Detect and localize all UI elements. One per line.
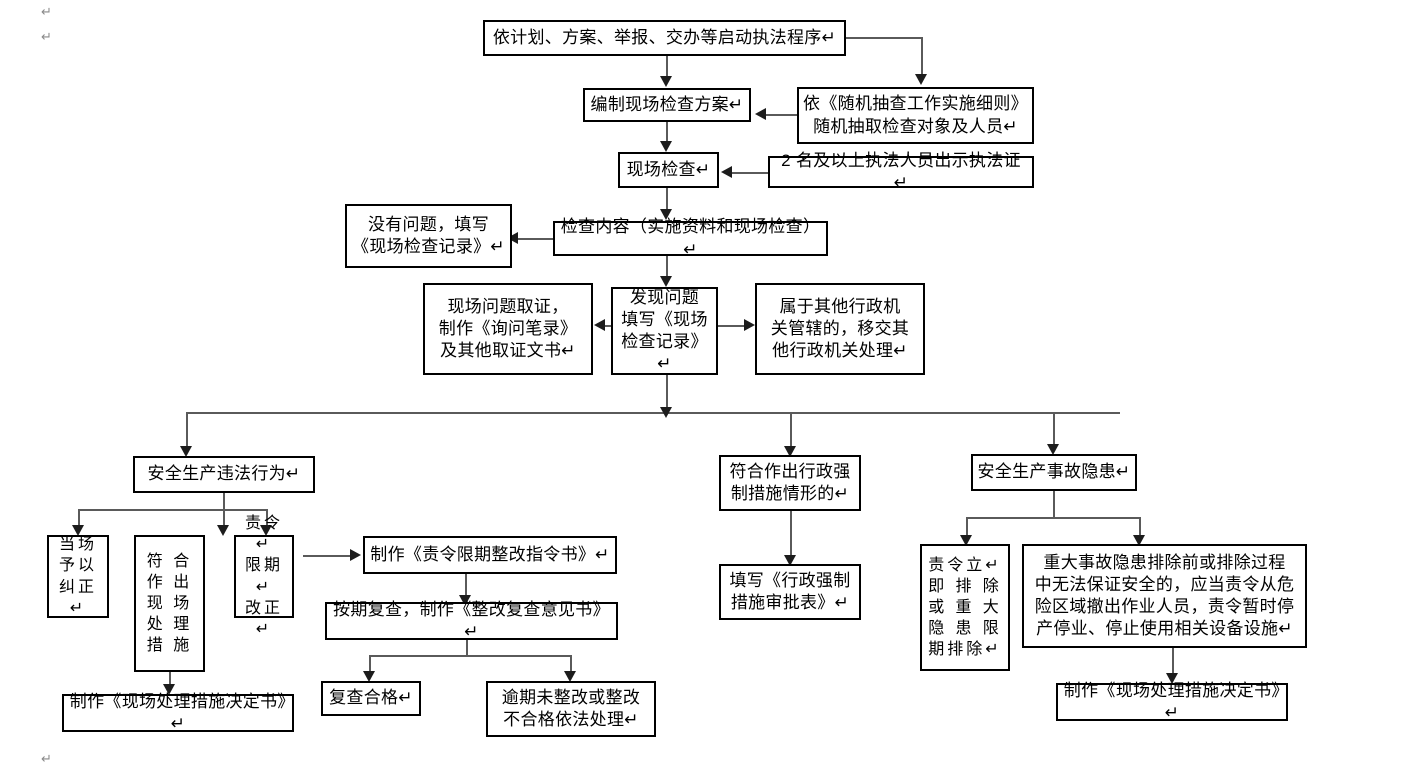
arrowhead-to-onsite-measure (217, 525, 229, 536)
connector-officers-onsite (732, 172, 768, 174)
connector-rectify-orderdoc (303, 555, 350, 557)
connector-content-found (666, 256, 668, 276)
node-plan[interactable]: 编制现场检查方案↵ (583, 88, 751, 122)
node-make-order-doc[interactable]: 制作《责令限期整改指令书》↵ (363, 536, 617, 574)
node-major-hazard[interactable]: 重大事故隐患排除前或排除过程 中无法保证安全的，应当责令从危 险区域撤出作业人员… (1022, 544, 1307, 648)
arrowhead-to-order-rectify (260, 525, 272, 536)
connector-hazard-left (966, 517, 968, 535)
node-found-problem[interactable]: 发现问题 填写《现场 检查记录》↵ (611, 287, 718, 375)
connector-plan-onsite (666, 122, 668, 141)
connector-start-down (921, 37, 923, 74)
arrowhead-to-decision-doc-left (163, 684, 175, 695)
node-fill-coercive-form[interactable]: 填写《行政强制 措施审批表》↵ (719, 564, 861, 620)
paragraph-mark: ↵ (41, 5, 52, 20)
arrowhead-to-onsite-check (660, 141, 672, 152)
arrowhead-to-plan (660, 76, 672, 87)
arrowhead-split-center (660, 407, 672, 418)
node-recheck[interactable]: 按期复查，制作《整改复查意见书》↵ (325, 600, 618, 641)
connector-illegal-drop (223, 493, 225, 509)
connector-major-decision (1172, 648, 1174, 673)
connector-illegal-bus (78, 509, 268, 511)
connector-random-to-plan (766, 114, 798, 116)
connector-coercive-fill (790, 511, 792, 555)
connector-hazard-bus (966, 517, 1141, 519)
node-correct-onsite[interactable]: 当场 予以 纠正↵ (47, 535, 109, 618)
connector-orderdoc-recheck (465, 574, 467, 595)
arrowhead-to-onsite-check-left (721, 165, 732, 178)
arrowhead-to-correct-onsite (72, 525, 84, 536)
connector-found-other (718, 325, 744, 327)
node-recheck-fail[interactable]: 逾期未整改或整改 不合格依法处理↵ (486, 681, 656, 737)
node-decision-doc-right[interactable]: 制作《现场处理措施决定书》↵ (1056, 681, 1288, 722)
connector-split-right-drop (1053, 412, 1055, 444)
arrowhead-to-random-rule (915, 74, 927, 85)
paragraph-mark: ↵ (41, 30, 52, 45)
node-decision-doc-left[interactable]: 制作《现场处理措施决定书》↵ (62, 692, 294, 733)
arrowhead-to-illegal-act (180, 446, 192, 457)
node-onsite-check[interactable]: 现场检查↵ (618, 152, 719, 188)
arrowhead-to-recheck-pass (363, 671, 375, 682)
node-order-rectify[interactable]: 责令↵ 限期↵ 改正↵ (234, 515, 294, 638)
arrowhead-to-recheck-fail (564, 671, 576, 682)
arrowhead-to-evidence (594, 318, 605, 331)
connector-recheck-right (570, 655, 572, 671)
connector-found-split (666, 375, 668, 407)
connector-hazard-right (1139, 517, 1141, 535)
node-start[interactable]: 依计划、方案、举报、交办等启动执法程序↵ (483, 20, 846, 56)
node-illegal-act[interactable]: 安全生产违法行为↵ (133, 456, 315, 493)
connector-found-evidence (605, 325, 615, 327)
arrowhead-to-major-hazard (1133, 535, 1145, 546)
connector-measure-decision (169, 672, 171, 684)
arrowhead-to-found-problem (660, 276, 672, 287)
arrowhead-to-fill-coercive-form (784, 555, 796, 566)
connector-illegal-mid (223, 509, 225, 525)
node-coercive-measure[interactable]: 符合作出行政强 制措施情形的↵ (719, 455, 861, 511)
paragraph-mark: ↵ (41, 752, 52, 767)
arrowhead-to-make-order-doc (350, 548, 361, 561)
connector-recheck-bus (369, 655, 572, 657)
connector-content-noproblem (518, 238, 553, 240)
node-no-problem[interactable]: 没有问题，填写 《现场检查记录》↵ (345, 204, 512, 268)
arrowhead-to-decision-doc-right (1166, 673, 1178, 684)
connector-recheck-drop (466, 640, 468, 655)
arrowhead-to-recheck (459, 595, 471, 606)
connector-start-right (846, 37, 923, 39)
arrowhead-to-order-eliminate (960, 535, 972, 546)
node-hazard[interactable]: 安全生产事故隐患↵ (971, 454, 1137, 491)
connector-start-plan (666, 56, 668, 76)
node-order-eliminate[interactable]: 责令立↵ 即 排 除 或 重 大 隐 患 限 期排除↵ (920, 544, 1010, 671)
arrowhead-to-check-content (660, 209, 672, 220)
connector-split-bus (186, 412, 1120, 414)
node-random-rule[interactable]: 依《随机抽查工作实施细则》 随机抽取检查对象及人员↵ (797, 87, 1034, 144)
node-two-officers[interactable]: 2 名及以上执法人员出示执法证↵ (768, 151, 1034, 192)
connector-illegal-left (78, 509, 80, 525)
arrowhead-to-coercive-measure (784, 446, 796, 457)
arrowhead-to-hazard (1047, 444, 1059, 455)
connector-hazard-drop (1053, 491, 1055, 517)
node-check-content[interactable]: 检查内容（实施资料和现场检查）↵ (553, 217, 828, 259)
node-evidence[interactable]: 现场问题取证， 制作《询问笔录》 及其他取证文书↵ (423, 283, 593, 375)
arrowhead-to-no-problem (507, 231, 518, 244)
connector-split-left-drop (186, 412, 188, 446)
arrowhead-to-other-agency (744, 318, 755, 331)
node-onsite-measure[interactable]: 符 合 作 出 现 场 处 理 措 施 (134, 535, 205, 672)
node-other-agency[interactable]: 属于其他行政机 关管辖的，移交其 他行政机关处理↵ (755, 283, 925, 375)
connector-split-mid-drop (790, 412, 792, 446)
arrowhead-to-plan-left (755, 107, 766, 120)
connector-recheck-left (369, 655, 371, 671)
node-recheck-pass[interactable]: 复查合格↵ (321, 681, 421, 716)
connector-illegal-right (266, 509, 268, 525)
connector-onsite-content (666, 188, 668, 209)
